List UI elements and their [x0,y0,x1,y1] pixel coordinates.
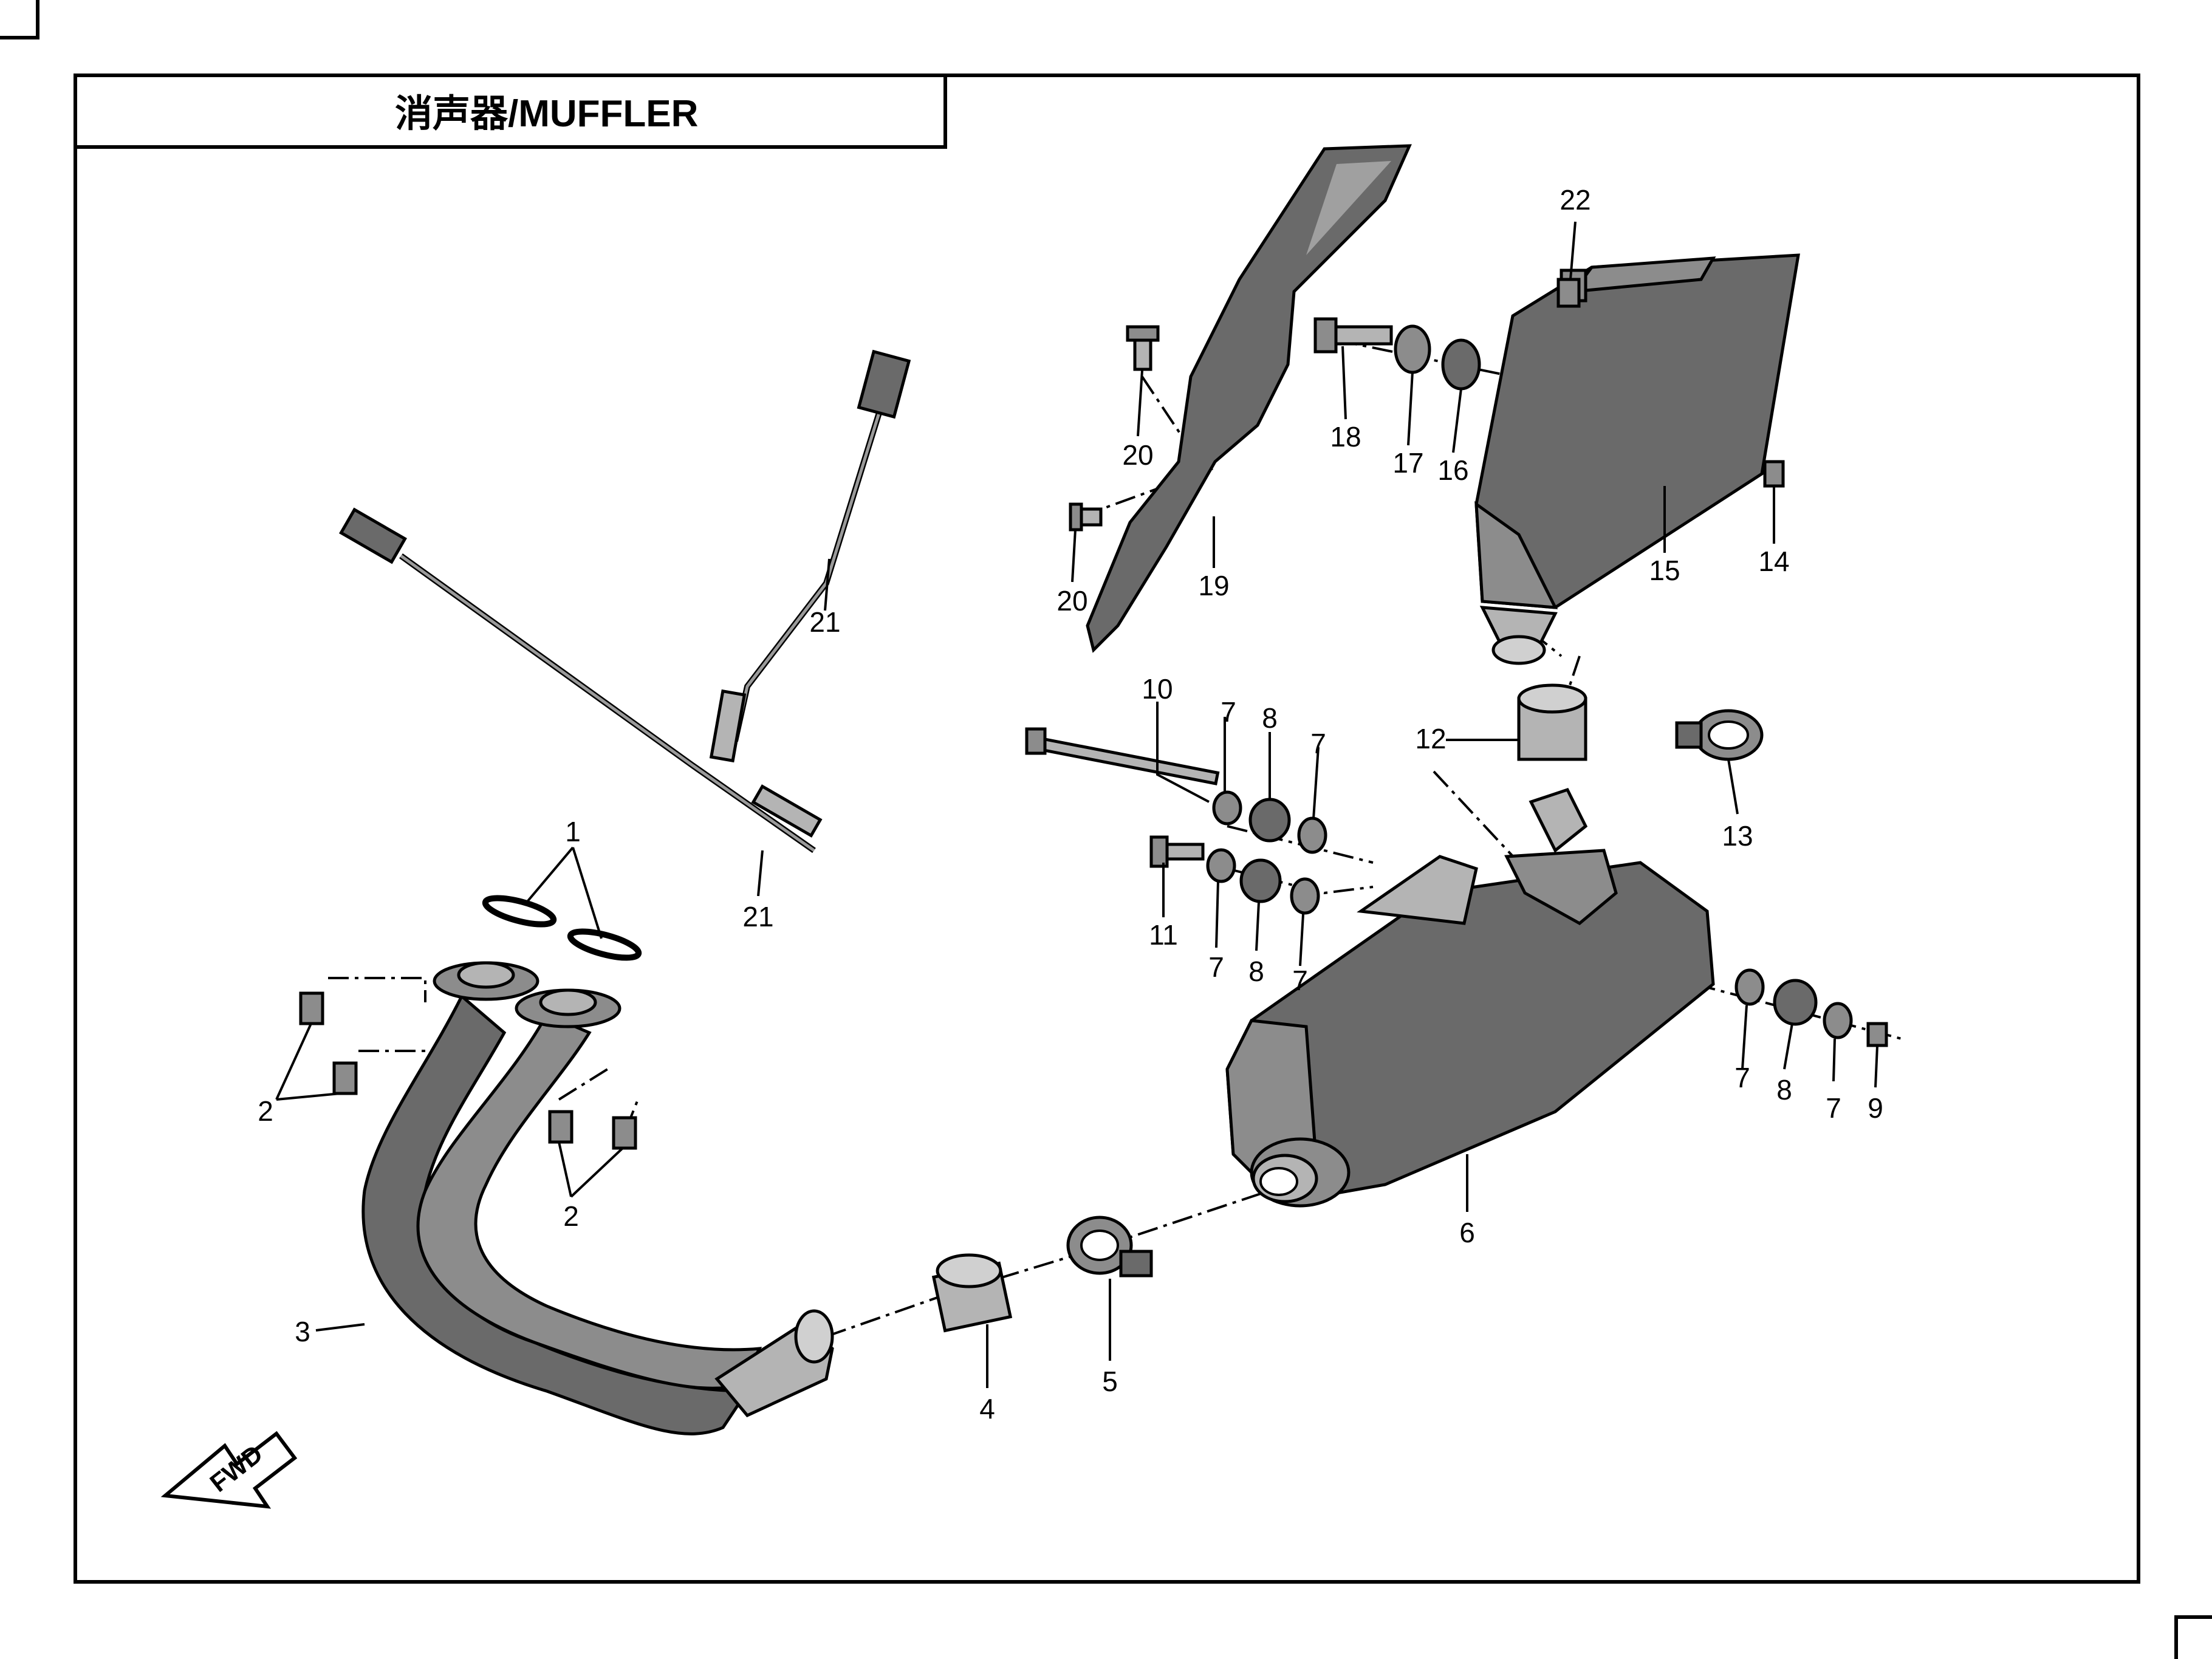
washer-7-d [1290,877,1320,915]
gasket-1-b [567,928,642,961]
callout-19: 19 [1198,570,1229,601]
clamp-13 [1675,709,1764,761]
bolt-18 [1313,317,1393,354]
callout-1: 1 [565,816,581,847]
callout-7-c: 7 [1208,951,1224,983]
callout-21-lower: 21 [742,901,773,932]
damper-16 [1441,338,1481,391]
callout-2-right: 2 [563,1200,579,1232]
nut-2-c [548,1110,574,1144]
nut-2-d [612,1116,637,1150]
nut-14 [1763,460,1785,488]
callout-7-b: 7 [1310,728,1326,759]
sleeve-12 [1517,683,1587,761]
callout-11: 11 [1149,919,1178,951]
callout-7-e: 7 [1734,1062,1750,1093]
callout-16: 16 [1437,454,1468,486]
gasket-1-a [482,895,557,928]
callout-20-lower: 20 [1056,585,1087,617]
callout-4: 4 [979,1393,995,1425]
bolt-10 [1025,727,1220,785]
page-title: 消声器/MUFFLER [395,93,698,135]
screw-20-lower [1069,502,1103,532]
callout-labels: 1 2 2 3 4 5 6 7 7 7 7 7 7 8 8 8 9 10 11 … [258,184,1883,1425]
washer-7-a [1212,790,1242,826]
bolt-11 [1149,835,1205,868]
callout-22: 22 [1560,184,1591,216]
rear-muffler [1474,253,1800,665]
callout-6: 6 [1459,1217,1475,1248]
washer-7-c [1206,848,1236,883]
nut-2-b [332,1061,358,1095]
callout-3: 3 [295,1316,310,1347]
washer-7-f [1823,1002,1853,1039]
callout-8-a: 8 [1262,702,1278,734]
washer-7-e [1734,968,1765,1006]
callout-17: 17 [1392,447,1423,479]
main-muffler [1225,787,1715,1208]
forward-arrow-icon: FWD [160,1431,298,1509]
washer-17 [1394,324,1431,374]
leader-lines [275,221,1878,1388]
heat-shield [1086,144,1412,653]
heat-shield-highlight [1306,161,1391,255]
oxygen-sensor-upper [709,349,911,763]
nut-9 [1866,1022,1888,1047]
callout-8-b: 8 [1248,956,1264,987]
washer-7-b [1297,816,1327,854]
callout-20-upper: 20 [1122,439,1153,471]
damper-8-b [1239,858,1282,903]
callout-15: 15 [1649,555,1680,586]
nut-2-a [299,991,324,1025]
callout-13: 13 [1722,820,1753,852]
screw-20-upper [1126,325,1160,371]
callout-7-f: 7 [1826,1092,1841,1124]
callout-5: 5 [1102,1366,1118,1397]
title-box: 消声器/MUFFLER [74,74,947,149]
damper-8-c [1773,979,1818,1026]
callout-21-upper: 21 [809,606,840,638]
diagram-frame [74,74,2140,1584]
callout-2-left: 2 [258,1095,273,1127]
callout-7-d: 7 [1292,965,1308,996]
rubber-22 [1556,278,1581,308]
callout-8-c: 8 [1776,1074,1792,1106]
callout-12: 12 [1415,723,1446,754]
clamp-5 [1066,1216,1153,1278]
damper-8-a [1248,798,1291,843]
callout-14: 14 [1758,546,1789,577]
callout-18: 18 [1330,421,1361,453]
sleeve-4 [931,1253,1013,1333]
callout-9: 9 [1868,1092,1883,1124]
callout-7-a: 7 [1221,696,1236,728]
oxygen-sensor-lower [339,507,823,853]
exhaust-header-pipes [361,961,834,1435]
callout-10: 10 [1142,673,1173,705]
